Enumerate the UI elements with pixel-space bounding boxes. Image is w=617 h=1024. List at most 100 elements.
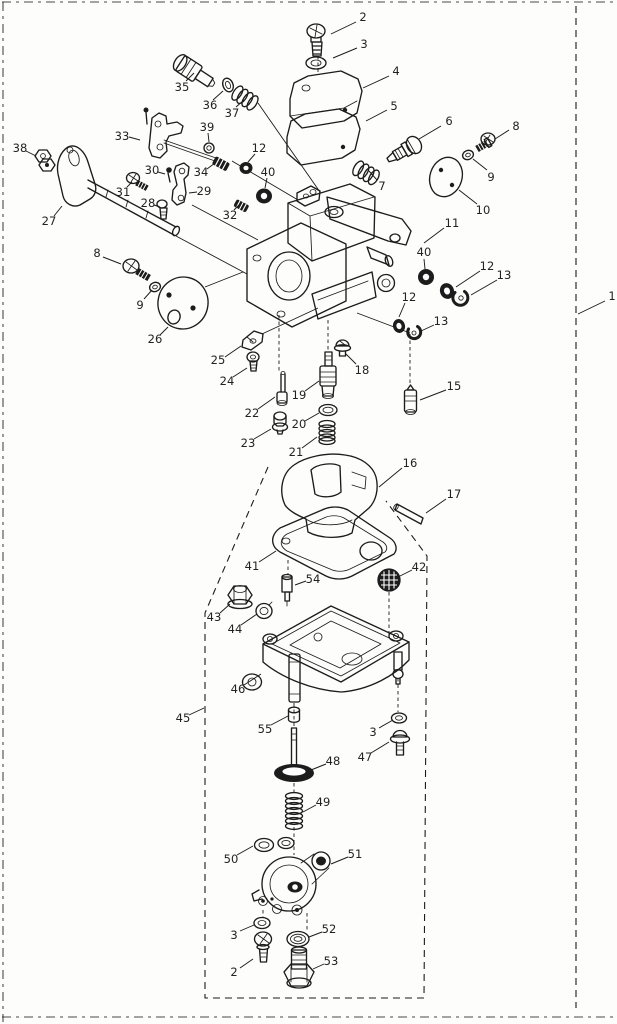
callout-number: 28 <box>141 196 156 210</box>
callout-leader-line <box>399 569 413 577</box>
part-48-drain-valve <box>274 727 314 782</box>
callout-leader-line <box>188 707 205 716</box>
callout-number: 39 <box>200 120 215 134</box>
callout-13: 13 <box>420 314 448 332</box>
part-12-washer-right <box>439 283 455 299</box>
part-3-washer-mid <box>390 712 408 724</box>
part-51-pump-body <box>251 851 331 916</box>
callout-leader-line <box>243 673 262 686</box>
callout-3: 3 <box>332 37 368 59</box>
callout-leader-line <box>378 719 394 729</box>
callout-number: 5 <box>390 99 397 113</box>
part-4-top-cover <box>289 70 363 129</box>
callout-24: 24 <box>220 367 248 388</box>
callout-leader-line <box>332 47 358 59</box>
part-7-spring <box>352 160 380 186</box>
assembly-lines <box>175 102 411 335</box>
callout-number: 35 <box>175 80 190 94</box>
part-32-spring <box>233 199 249 212</box>
part-12-washer-upper <box>239 162 253 174</box>
callout-leader-line <box>102 256 122 265</box>
callout-number: 52 <box>322 922 337 936</box>
callout-number: 13 <box>497 268 512 282</box>
callout-number: 11 <box>445 216 460 230</box>
callout-leader-line <box>398 302 406 318</box>
callout-leader-line <box>425 498 447 514</box>
part-29-cam-link <box>171 162 190 206</box>
part-38-nut <box>34 149 56 172</box>
part-26-pump-cover-plate <box>157 276 209 330</box>
callout-leader-line <box>236 845 254 856</box>
centerlines <box>262 56 411 930</box>
callout-leader-line <box>365 109 388 122</box>
callout-32: 32 <box>223 204 240 222</box>
callout-number: 1 <box>608 289 615 303</box>
callout-number: 22 <box>245 406 260 420</box>
part-31-screw <box>125 171 149 191</box>
callout-number: 47 <box>358 750 373 764</box>
callout-number: 25 <box>211 353 226 367</box>
part-53-plug-bolt <box>283 946 315 989</box>
callout-42: 42 <box>399 560 426 577</box>
callout-number: 15 <box>447 379 462 393</box>
callout-leader-line <box>257 396 276 410</box>
callout-number: 12 <box>480 259 495 273</box>
callout-leader-line <box>240 613 258 626</box>
callout-leader-line <box>126 181 133 188</box>
callout-leader-line <box>128 136 141 141</box>
callout-number: 49 <box>316 795 331 809</box>
callout-15: 15 <box>419 379 462 401</box>
callout-16: 16 <box>378 456 418 488</box>
part-46-float-bowl <box>241 605 410 703</box>
part-39-retaining-ring <box>203 142 215 154</box>
callout-leader-line <box>53 205 63 217</box>
callout-43: 43 <box>207 603 231 624</box>
callout-37: 37 <box>225 99 245 120</box>
callout-leader-line <box>302 804 317 813</box>
callout-leader-line <box>264 177 268 189</box>
callout-9: 9 <box>136 289 153 312</box>
callout-54: 54 <box>294 572 320 586</box>
part-55-pilot-pin <box>287 706 301 723</box>
callout-number: 9 <box>487 170 494 184</box>
callout-number: 36 <box>203 98 218 112</box>
part-11-carburetor-body <box>246 183 412 328</box>
part-9-washer-right <box>461 149 475 161</box>
callout-number: 37 <box>225 106 240 120</box>
part-36-o-ring <box>221 77 235 93</box>
callout-leader-line <box>258 550 277 563</box>
part-47-screw <box>389 729 411 756</box>
callout-leader-line <box>253 428 272 440</box>
part-3-washer-top <box>305 56 327 70</box>
part-12-washer-lower <box>392 319 406 333</box>
part-20-o-ring <box>318 403 338 417</box>
callout-21: 21 <box>289 436 318 459</box>
part-44-washer <box>255 601 273 620</box>
part-49-spring <box>284 791 304 831</box>
callout-8: 8 <box>93 246 122 265</box>
callout-23: 23 <box>241 428 272 450</box>
callout-3: 3 <box>230 924 255 942</box>
part-54-inlet-needle <box>281 573 293 607</box>
callout-leader-line <box>188 191 198 194</box>
callout-number: 6 <box>445 114 452 128</box>
callout-number: 12 <box>402 290 417 304</box>
callout-number: 10 <box>476 203 491 217</box>
callout-leader-line <box>239 924 255 932</box>
callout-leader-line <box>472 158 488 171</box>
callout-leader-line <box>577 300 606 315</box>
callout-41: 41 <box>245 550 277 573</box>
callout-leader-line <box>470 279 498 296</box>
callout-number: 16 <box>403 456 418 470</box>
part-43-drain-nut <box>227 585 253 610</box>
callout-45: 45 <box>176 707 205 725</box>
callout-46: 46 <box>231 673 262 696</box>
callout-leader-line <box>362 75 390 89</box>
callout-4: 4 <box>362 64 400 89</box>
callout-number: 3 <box>230 928 237 942</box>
callout-leader-line <box>157 171 166 175</box>
part-34-spring <box>212 156 230 171</box>
callout-number: 44 <box>228 622 243 636</box>
